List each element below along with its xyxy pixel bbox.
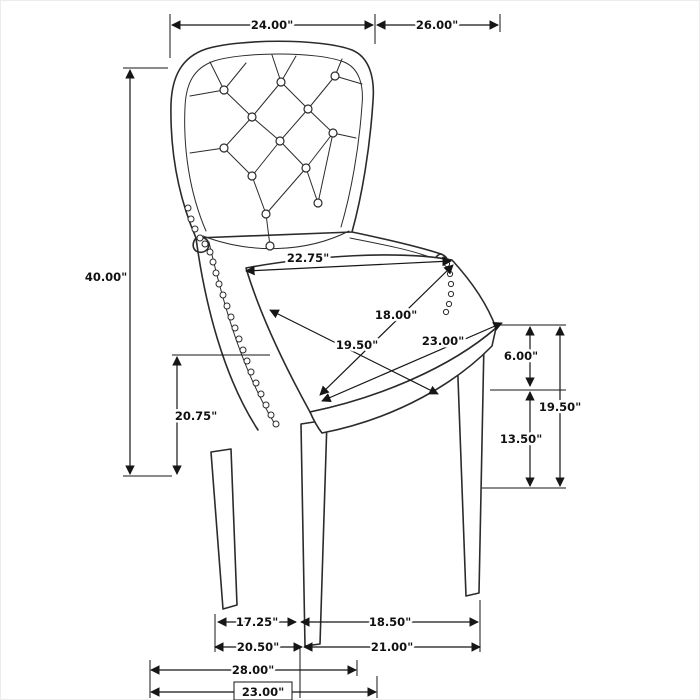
- dim-label-bottom-inner-width: 17.25": [236, 615, 278, 629]
- dim-label-bottom-overall-depth: 28.00": [232, 663, 274, 677]
- leg-right: [456, 341, 485, 597]
- nailhead-trim-left: [184, 204, 280, 428]
- leg-front: [300, 419, 328, 647]
- dim-label-bottom-overall-width: 23.00": [242, 685, 284, 699]
- dim-line-seat-front-width: [321, 322, 503, 402]
- chair-back-bottom-edge: [202, 230, 350, 250]
- dimension-lines: [125, 20, 565, 697]
- dim-label-right-total: 19.50": [539, 400, 581, 414]
- dim-label-seat-back-width: 22.75": [287, 251, 329, 265]
- dim-label-top-back-width: 24.00": [251, 18, 293, 32]
- dim-label-top-depth: 26.00": [416, 18, 458, 32]
- leg-back-left: [210, 448, 238, 610]
- dim-label-seat-depth: 18.00": [375, 308, 417, 322]
- left-arm-scroll: [192, 237, 210, 254]
- dim-label-seat-front-width: 23.00": [422, 334, 464, 348]
- tufting-buttons: [219, 71, 340, 251]
- bottom-overall-width-box: [233, 681, 293, 700]
- dim-label-right-upper: 6.00": [504, 349, 538, 363]
- dim-label-bottom-outer-width: 20.50": [237, 640, 279, 654]
- dimension-labels: 24.00" 26.00" 40.00" 20.75" 6.00" 13.50"…: [82, 16, 584, 700]
- chair-back-outline: [170, 40, 375, 239]
- tufting-lines: [189, 54, 363, 247]
- chair-back-inner-piping: [184, 53, 363, 232]
- left-side-panel-outer: [195, 237, 259, 431]
- dim-label-bottom-inner-depth: 18.50": [369, 615, 411, 629]
- dim-label-left-seat-height: 20.75": [175, 409, 217, 423]
- dim-label-right-lower: 13.50": [500, 432, 542, 446]
- dim-label-bottom-outer-depth: 21.00": [371, 640, 413, 654]
- dim-label-overall-height: 40.00": [85, 270, 127, 284]
- dim-label-seat-diagonal: 19.50": [336, 338, 378, 352]
